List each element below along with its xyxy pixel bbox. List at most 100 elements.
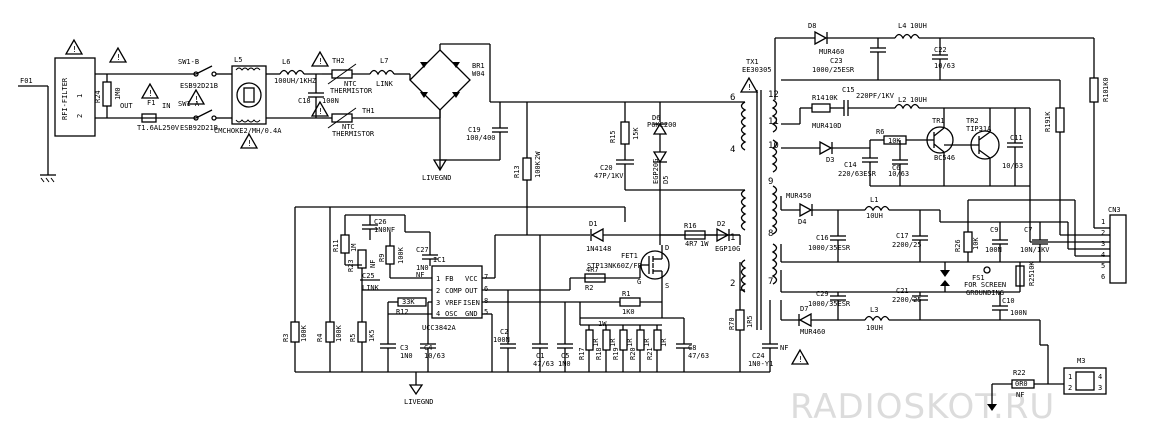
regulator-section: R14 10K C15 220PF/1KV L2 10UH MUR410D D3… <box>781 86 1031 242</box>
svg-text:!: ! <box>318 57 323 66</box>
svg-text:MUR450: MUR450 <box>786 192 811 200</box>
r16-d2: R16 4R7 1W D2 EGP10G <box>660 220 740 253</box>
svg-text:C2: C2 <box>500 328 508 336</box>
svg-text:R17: R17 <box>578 347 586 360</box>
svg-text:R16: R16 <box>684 222 697 230</box>
r2-r1: 4R7 R2 R1 1K0 <box>579 266 662 318</box>
svg-text:1K: 1K <box>1044 111 1052 120</box>
svg-text:10K: 10K <box>825 94 838 102</box>
bridge-rectifier-br1: BR1 W04 LIVEGND <box>409 43 491 182</box>
svg-text:C19: C19 <box>468 126 481 134</box>
svg-text:10UH: 10UH <box>910 22 927 30</box>
svg-text:NTC: NTC <box>344 80 357 88</box>
svg-text:UCC3842A: UCC3842A <box>422 324 457 332</box>
svg-text:220/63ESR: 220/63ESR <box>838 170 877 178</box>
svg-text:10UH: 10UH <box>866 212 883 220</box>
svg-text:1R: 1R <box>626 338 634 347</box>
output-rail-2: MUR450 D4 L1 10UH C16 1000/35ESR C17 220… <box>780 192 1075 297</box>
transformer-tx1: TX1 EE30305 ! 6 4 2 1 12 11 10 9 8 7 <box>730 58 779 330</box>
svg-text:6: 6 <box>484 285 488 293</box>
svg-text:L5: L5 <box>234 56 242 64</box>
svg-text:OSC: OSC <box>445 310 458 318</box>
capacitor-c19: C19 100/400 <box>440 101 740 161</box>
svg-text:STP13NK60Z/FP: STP13NK60Z/FP <box>587 262 642 270</box>
svg-text:1R: 1R <box>643 338 651 347</box>
svg-text:1: 1 <box>1068 373 1072 381</box>
svg-text:220PF/1KV: 220PF/1KV <box>856 92 895 100</box>
svg-text:100N: 100N <box>1010 309 1027 317</box>
svg-text:1R5: 1R5 <box>746 315 754 328</box>
svg-text:1K0: 1K0 <box>622 308 635 316</box>
svg-text:1R: 1R <box>609 338 617 347</box>
svg-text:R2: R2 <box>585 284 593 292</box>
svg-text:100N: 100N <box>493 336 510 344</box>
svg-text:MUR460: MUR460 <box>800 328 825 336</box>
svg-text:R24: R24 <box>94 90 102 103</box>
svg-text:2: 2 <box>436 287 440 295</box>
svg-text:R3: R3 <box>282 334 290 342</box>
svg-text:COMP: COMP <box>445 287 462 295</box>
svg-text:R19: R19 <box>612 347 620 360</box>
svg-text:!: ! <box>148 89 153 98</box>
svg-text:10/63: 10/63 <box>424 352 445 360</box>
svg-text:0R0: 0R0 <box>1015 380 1028 388</box>
svg-text:1K0: 1K0 <box>1102 77 1110 90</box>
svg-text:L2: L2 <box>898 96 906 104</box>
svg-text:CN3: CN3 <box>1108 206 1121 214</box>
connector-cn3: CN3 1 2 3 4 5 6 <box>1030 200 1127 284</box>
svg-text:5: 5 <box>484 308 488 316</box>
svg-text:C20: C20 <box>600 164 613 172</box>
svg-text:T1.6AL250V: T1.6AL250V <box>137 124 180 132</box>
svg-text:C5: C5 <box>561 352 569 360</box>
svg-text:R13: R13 <box>513 165 521 178</box>
svg-text:1: 1 <box>436 275 440 283</box>
svg-text:100K: 100K <box>300 324 308 342</box>
svg-text:!: ! <box>798 355 803 364</box>
svg-text:1W: 1W <box>598 320 607 328</box>
svg-text:M3: M3 <box>1077 357 1085 365</box>
svg-text:NTC: NTC <box>342 123 355 131</box>
svg-text:C3: C3 <box>400 344 408 352</box>
svg-text:P6KE200: P6KE200 <box>647 121 677 129</box>
svg-text:4: 4 <box>730 145 735 155</box>
svg-text:R19: R19 <box>1044 119 1052 132</box>
svg-text:4: 4 <box>436 310 440 318</box>
svg-text:R11: R11 <box>332 239 340 252</box>
svg-text:12: 12 <box>768 90 779 100</box>
svg-text:R1: R1 <box>622 290 630 298</box>
svg-text:33K: 33K <box>402 298 415 306</box>
svg-text:R6: R6 <box>876 128 884 136</box>
svg-text:TX1: TX1 <box>746 58 759 66</box>
svg-text:C23: C23 <box>830 57 843 65</box>
svg-text:L7: L7 <box>380 57 388 65</box>
svg-text:NF: NF <box>780 344 788 352</box>
svg-text:W04: W04 <box>472 70 485 78</box>
svg-text:R15: R15 <box>609 130 617 143</box>
thermistor-th2: TH2 NTC THERMISTOR ! <box>310 50 373 95</box>
svg-text:C16: C16 <box>816 234 829 242</box>
svg-text:VREF: VREF <box>445 299 462 307</box>
svg-text:TR1: TR1 <box>932 117 945 125</box>
svg-text:TH2: TH2 <box>332 57 345 65</box>
svg-text:47/63: 47/63 <box>688 352 709 360</box>
svg-text:10K: 10K <box>888 137 901 145</box>
svg-text:F1: F1 <box>147 99 155 107</box>
rfi-filter <box>54 57 96 137</box>
svg-text:C8: C8 <box>688 344 696 352</box>
svg-text:R22: R22 <box>1013 369 1026 377</box>
svg-text:SW1-B: SW1-B <box>178 58 199 66</box>
svg-text:1: 1 <box>730 233 735 243</box>
svg-text:D6: D6 <box>652 114 660 122</box>
svg-text:C21: C21 <box>896 287 909 295</box>
svg-text:1N4148: 1N4148 <box>586 245 611 253</box>
svg-text:R14: R14 <box>812 94 825 102</box>
svg-text:C24: C24 <box>752 352 765 360</box>
svg-text:100K: 100K <box>335 324 343 342</box>
svg-text:ESB92D21B: ESB92D21B <box>180 124 218 132</box>
svg-text:EGP10G: EGP10G <box>715 245 740 253</box>
svg-text:6: 6 <box>1101 273 1105 281</box>
r24-resistor <box>102 81 112 107</box>
svg-text:6: 6 <box>730 93 735 103</box>
svg-text:2W: 2W <box>534 151 542 160</box>
svg-text:2: 2 <box>1068 384 1072 392</box>
